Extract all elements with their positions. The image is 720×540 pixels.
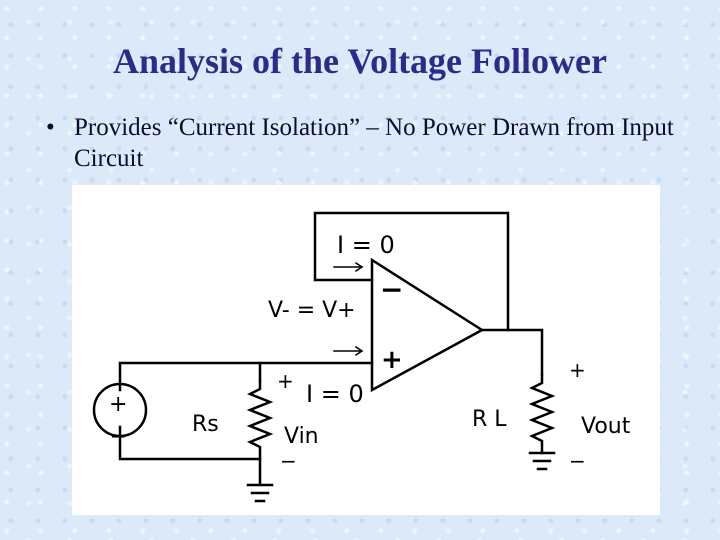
bullet-marker: •: [46, 114, 55, 141]
vin-plus-sign: +: [277, 369, 294, 393]
opamp-symbol: [370, 257, 485, 393]
vin-label: Vin: [284, 424, 319, 449]
voltage-follower-circuit-diagram: I = 0 V- = V+ − + + − Rs + I = 0 Vin − R…: [72, 185, 660, 515]
rl-resistor: [528, 373, 556, 455]
vout-label: Vout: [581, 414, 631, 439]
source-wire: [118, 361, 262, 392]
slide-title: Analysis of the Voltage Follower: [113, 41, 607, 81]
input-current-label: I = 0: [306, 380, 364, 408]
vin-minus-sign: −: [280, 449, 297, 473]
opamp-inverting-sign: −: [380, 273, 403, 306]
input-current-arrow: [333, 345, 364, 357]
source-minus-sign: −: [110, 424, 127, 448]
virtual-short-label: V- = V+: [268, 298, 356, 323]
rs-label: Rs: [192, 412, 219, 437]
voltage-source: [92, 382, 148, 438]
bullet-item: • Provides “Current Isolation” – No Powe…: [46, 112, 686, 174]
bullet-text: Provides “Current Isolation” – No Power …: [74, 114, 674, 172]
vout-minus-sign: −: [569, 449, 586, 473]
feedback-current-label: I = 0: [337, 231, 395, 259]
rs-ground: [246, 457, 274, 503]
source-plus-sign: +: [109, 392, 127, 417]
vout-plus-sign: +: [569, 358, 586, 382]
feedback-wire: [313, 211, 510, 332]
rl-label: R L: [472, 407, 507, 432]
opamp-noninverting-sign: +: [381, 345, 403, 375]
output-wire: [506, 328, 544, 377]
feedback-current-arrow: [333, 261, 364, 273]
rl-ground: [528, 451, 556, 471]
